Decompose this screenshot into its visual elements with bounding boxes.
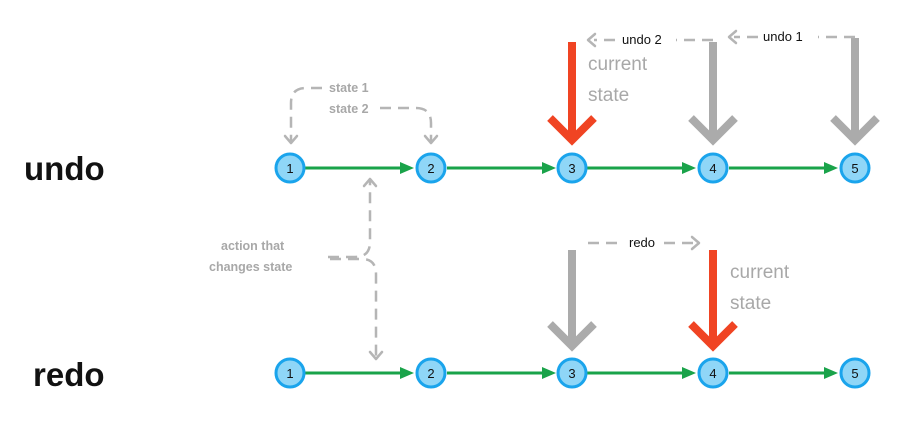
redo-current-state-label-line2: state: [730, 293, 771, 314]
svg-text:3: 3: [568, 161, 575, 176]
action-annotation: action that changes state: [209, 177, 384, 361]
svg-text:1: 1: [286, 366, 293, 381]
arrowhead: [824, 162, 838, 174]
undo-node-3: 3: [556, 152, 588, 184]
svg-text:4: 4: [709, 161, 716, 176]
svg-text:3: 3: [568, 366, 575, 381]
undo-past-state-arrow-4: [688, 42, 738, 146]
redo-row-label: redo: [33, 356, 105, 393]
undo1-annotation: undo 1: [727, 29, 855, 45]
undo-past-state-arrow-5: [830, 38, 880, 146]
action-label-line1: action that: [221, 239, 285, 253]
redo-node-2: 2: [415, 357, 447, 389]
svg-text:1: 1: [286, 161, 293, 176]
redo-current-state-arrow: [688, 250, 738, 352]
svg-text:4: 4: [709, 366, 716, 381]
undo-current-state-arrow: [547, 42, 597, 146]
redo-node-3: 3: [556, 357, 588, 389]
svg-text:5: 5: [851, 366, 858, 381]
redo-node-4: 4: [697, 357, 729, 389]
redo-transitions: [305, 367, 838, 379]
undo2-label: undo 2: [622, 32, 662, 47]
undo-current-state-label-line2: state: [588, 85, 629, 106]
redo-node-5: 5: [839, 357, 871, 389]
redo-label: redo: [629, 235, 655, 250]
arrowhead: [542, 162, 556, 174]
arrowhead: [682, 367, 696, 379]
undo-row-label: undo: [24, 150, 105, 187]
state1-annotation: state 1: [283, 81, 369, 145]
state2-label: state 2: [329, 102, 369, 116]
undo-transitions: [305, 162, 838, 174]
action-label-line2: changes state: [209, 260, 292, 274]
redo-annotation: redo: [588, 235, 701, 251]
svg-text:5: 5: [851, 161, 858, 176]
undo1-label: undo 1: [763, 29, 803, 44]
undo-node-2: 2: [415, 152, 447, 184]
undo2-annotation: undo 2: [586, 32, 713, 48]
arrowhead: [824, 367, 838, 379]
undo-node-4: 4: [697, 152, 729, 184]
redo-past-state-arrow-3: [547, 250, 597, 352]
redo-node-1: 1: [274, 357, 306, 389]
redo-current-state-label-line1: current: [730, 262, 790, 283]
state1-label: state 1: [329, 81, 369, 95]
undo-node-5: 5: [839, 152, 871, 184]
arrowhead: [400, 367, 414, 379]
arrowhead: [542, 367, 556, 379]
arrowhead: [682, 162, 696, 174]
svg-text:2: 2: [427, 161, 434, 176]
state2-annotation: state 2: [329, 102, 439, 145]
arrowhead: [400, 162, 414, 174]
svg-text:2: 2: [427, 366, 434, 381]
undo-node-1: 1: [274, 152, 306, 184]
undo-current-state-label-line1: current: [588, 54, 648, 75]
